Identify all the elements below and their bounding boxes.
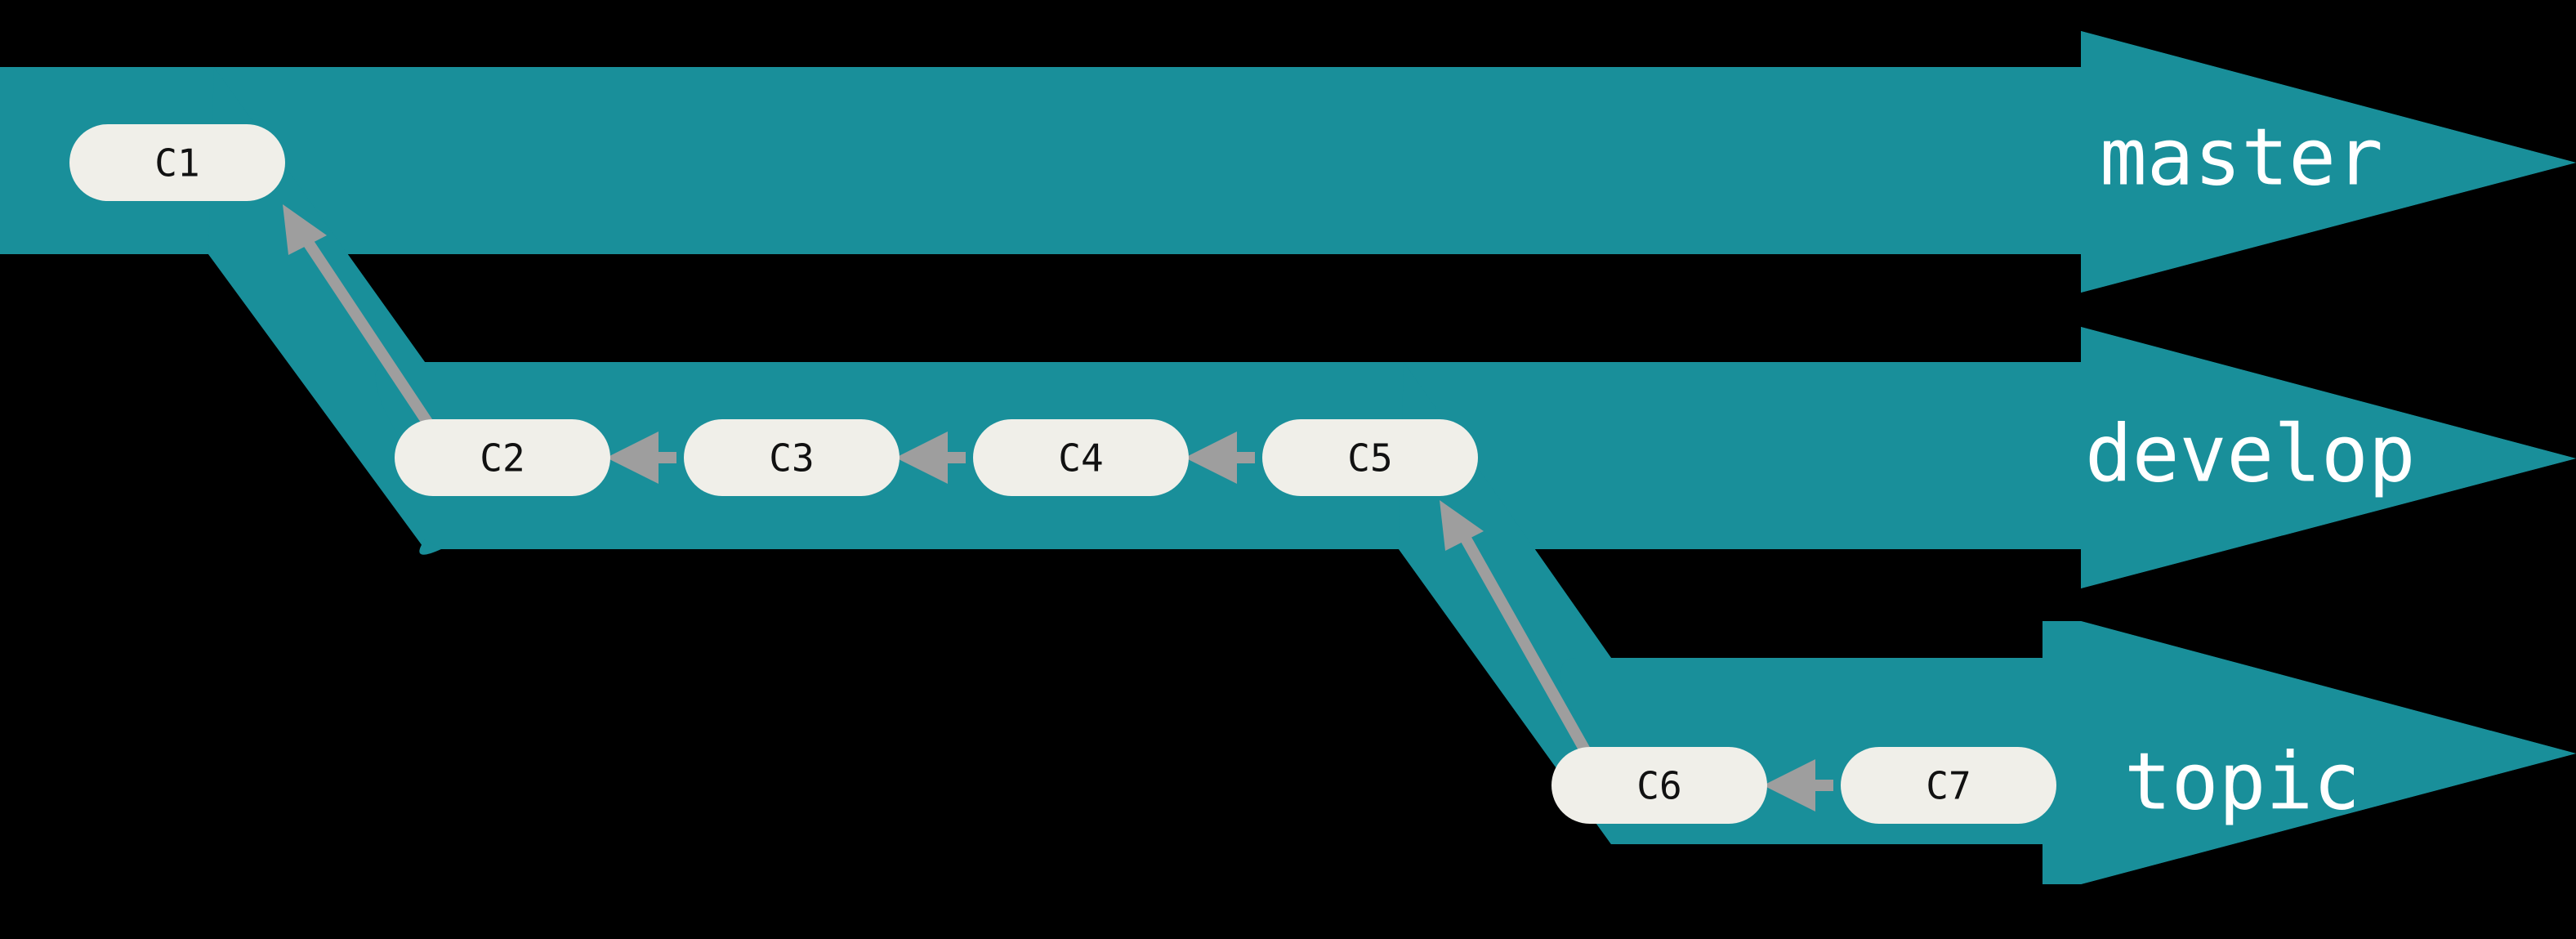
branch-label-develop: develop bbox=[2085, 408, 2416, 499]
edge-c2-c1-arrowhead bbox=[283, 204, 327, 255]
commit-node-c2-box[interactable] bbox=[395, 419, 610, 496]
commit-node-c6[interactable]: C6 bbox=[1551, 747, 1767, 824]
edge-c6-c5-line bbox=[1457, 530, 1591, 753]
commit-node-c2-label: C2 bbox=[480, 436, 525, 481]
edge-c3-c2-arrowhead bbox=[606, 431, 659, 484]
commit-node-c4[interactable]: C4 bbox=[973, 419, 1189, 496]
commit-node-c7[interactable]: C7 bbox=[1841, 747, 2056, 824]
commit-node-c2[interactable]: C2 bbox=[395, 419, 610, 496]
edge-c5-c4 bbox=[1185, 431, 1255, 484]
commit-node-c3-label: C3 bbox=[769, 436, 814, 481]
lane-topic-arrowhead bbox=[2081, 621, 2576, 884]
commit-node-c5-label: C5 bbox=[1347, 436, 1392, 481]
commit-node-c4-label: C4 bbox=[1058, 436, 1103, 481]
edge-c7-c6-arrowhead bbox=[1763, 759, 1815, 812]
commit-node-c6-label: C6 bbox=[1636, 764, 1681, 808]
edge-c4-c3-arrowhead bbox=[895, 431, 948, 484]
lane-develop-bottom-round bbox=[419, 539, 441, 555]
commit-node-c3[interactable]: C3 bbox=[684, 419, 900, 496]
edge-c7-c6 bbox=[1763, 759, 1833, 812]
commit-node-c7-box[interactable] bbox=[1841, 747, 2056, 824]
lane-topic-arrow-neck bbox=[2042, 621, 2081, 884]
edge-c2-c1 bbox=[283, 204, 433, 427]
lane-develop-arrowhead bbox=[2081, 327, 2576, 588]
commit-node-c1-box[interactable] bbox=[69, 124, 285, 201]
edge-c6-c5-arrowhead bbox=[1440, 500, 1484, 551]
commit-node-c5-box[interactable] bbox=[1262, 419, 1478, 496]
edge-c2-c1-line bbox=[301, 235, 433, 427]
lane-master-fill bbox=[0, 67, 2081, 254]
commit-node-c1[interactable]: C1 bbox=[69, 124, 285, 201]
commit-node-c4-box[interactable] bbox=[973, 419, 1189, 496]
commit-node-c3-box[interactable] bbox=[684, 419, 900, 496]
branch-label-topic: topic bbox=[2124, 736, 2360, 827]
commit-node-c7-label: C7 bbox=[1926, 764, 1971, 808]
edge-c5-c4-arrowhead bbox=[1185, 431, 1237, 484]
branch-label-master: master bbox=[2100, 111, 2383, 203]
edge-c6-c5 bbox=[1440, 500, 1591, 753]
edge-c4-c3 bbox=[895, 431, 966, 484]
commit-node-c5[interactable]: C5 bbox=[1262, 419, 1478, 496]
lane-master-arrowhead bbox=[2081, 31, 2576, 293]
commit-node-c6-box[interactable] bbox=[1551, 747, 1767, 824]
commit-node-c1-label: C1 bbox=[154, 141, 199, 186]
edge-c3-c2 bbox=[606, 431, 676, 484]
